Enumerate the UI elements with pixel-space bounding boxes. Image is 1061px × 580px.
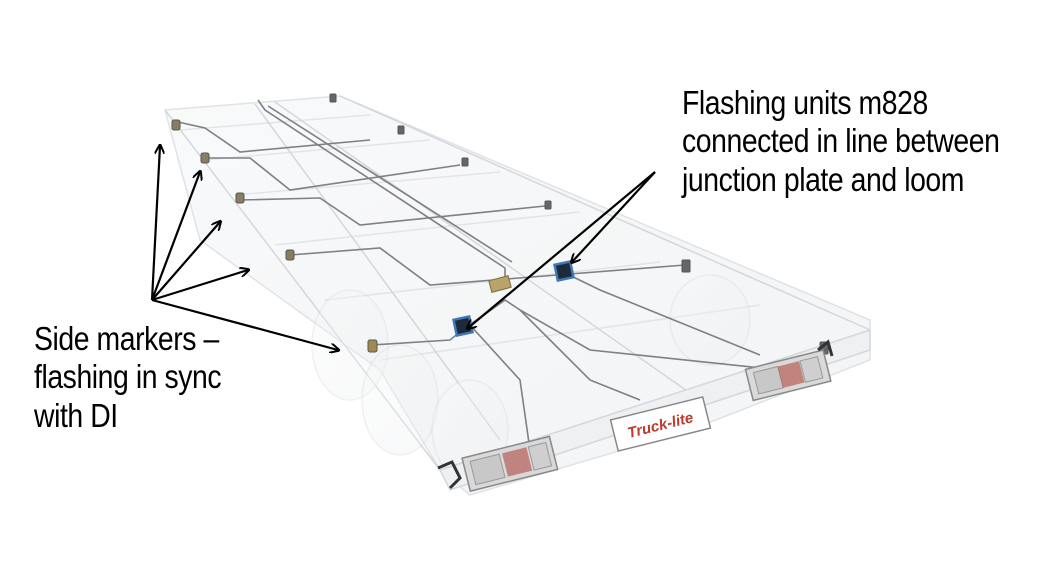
flasher-unit	[553, 260, 575, 282]
junction-plate	[488, 275, 512, 293]
side-marker-lamp	[200, 152, 210, 164]
wheel	[669, 274, 751, 366]
center-rail-right	[274, 101, 701, 401]
callout-line: with DI	[34, 396, 118, 434]
callout-line: Flashing units m828	[682, 84, 928, 121]
arrow	[572, 171, 656, 262]
flasher-arrows	[468, 171, 656, 328]
rear-lamp-right	[744, 349, 832, 402]
flashing-units-callout: Flashing units m828 connected in line be…	[682, 84, 1000, 199]
arrow	[150, 172, 200, 301]
callout-line: connected in line between	[682, 122, 1000, 160]
side-marker-lamp	[235, 192, 245, 204]
arrow	[151, 270, 248, 302]
arrow	[468, 171, 656, 328]
side-markers-callout: Side markers – flashing in sync with DI	[34, 320, 222, 435]
side-marker-lamp	[367, 339, 378, 353]
rear-lamps	[437, 339, 834, 493]
callout-line: flashing in sync	[34, 358, 222, 396]
arrow	[151, 222, 220, 301]
mud-flap-bracket	[437, 460, 462, 490]
rear-lamp-left	[461, 435, 559, 493]
callout-line: junction plate and loom	[682, 160, 964, 198]
wheel	[361, 344, 439, 456]
arrow	[151, 298, 338, 350]
mud-flap-bracket	[817, 339, 834, 357]
side-marker-lamp	[171, 119, 181, 131]
callout-line: Side markers –	[34, 320, 219, 357]
side-marker-arrows	[150, 146, 338, 350]
wiring-harness	[177, 99, 781, 451]
arrow	[150, 146, 160, 301]
side-marker-lamp	[285, 249, 295, 261]
side-marker-lamps	[171, 119, 378, 353]
